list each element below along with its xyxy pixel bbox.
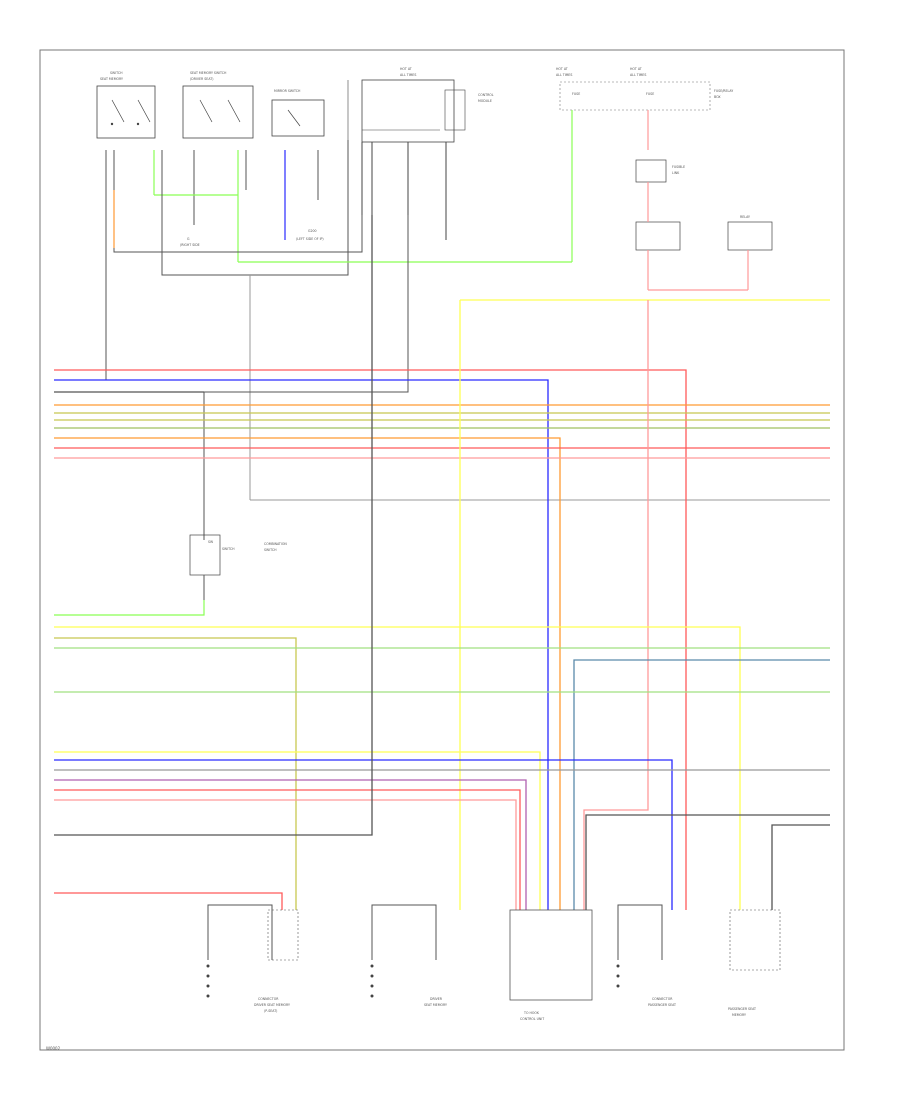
svg-text:SWITCH: SWITCH <box>222 547 235 551</box>
svg-text:SWITCH: SWITCH <box>110 71 123 75</box>
svg-text:HOT AT: HOT AT <box>556 67 568 71</box>
svg-text:SEAT MEMORY: SEAT MEMORY <box>100 77 123 81</box>
svg-text:RELAY: RELAY <box>740 215 750 219</box>
fuse-block: HOT AT ALL TIMES HOT AT ALL TIMES FUSE F… <box>556 67 733 111</box>
svg-text:SEAT MEMORY SWITCH: SEAT MEMORY SWITCH <box>190 71 227 75</box>
ground-symbols-top: G (RIGHT SIDE G200 (LEFT SIDE OF IP) <box>180 229 324 247</box>
svg-text:PASSENGER SEAT: PASSENGER SEAT <box>648 1003 676 1007</box>
svg-text:G: G <box>187 237 190 241</box>
svg-text:ALL TIMES: ALL TIMES <box>630 73 646 77</box>
svg-text:CONNECTOR: CONNECTOR <box>652 997 673 1001</box>
svg-text:CONNECTOR: CONNECTOR <box>258 997 279 1001</box>
svg-text:FUSE: FUSE <box>572 92 580 96</box>
svg-text:SW: SW <box>208 540 214 544</box>
svg-text:TO HOOK: TO HOOK <box>523 1011 540 1015</box>
svg-text:CONTROL: CONTROL <box>478 93 494 97</box>
svg-text:ALL TIMES: ALL TIMES <box>556 73 572 77</box>
svg-text:G200: G200 <box>308 229 317 233</box>
svg-text:FUSIBLE: FUSIBLE <box>672 165 685 169</box>
svg-text:PASSENGER SEAT: PASSENGER SEAT <box>728 1007 756 1011</box>
svg-text:MIRROR SWITCH: MIRROR SWITCH <box>274 89 301 93</box>
svg-text:HOT AT: HOT AT <box>630 67 642 71</box>
svg-text:COMBINATION: COMBINATION <box>264 542 287 546</box>
harness-bus <box>54 299 830 910</box>
bottom-connector-2: DRIVER SEAT MEMORY <box>371 904 447 1007</box>
module-pins <box>361 142 447 240</box>
switch-connectors <box>105 150 319 225</box>
lower-harness <box>54 215 830 910</box>
svg-text:FUSE/RELAY: FUSE/RELAY <box>714 89 733 93</box>
svg-text:SEAT MEMORY: SEAT MEMORY <box>424 1003 447 1007</box>
svg-text:(LEFT SIDE OF IP): (LEFT SIDE OF IP) <box>296 237 324 241</box>
bottom-connector-3: TO HOOK CONTROL UNIT <box>509 909 593 1021</box>
svg-text:BOX: BOX <box>714 95 721 99</box>
diagram-code: W0002 <box>46 1046 61 1051</box>
svg-text:ALL TIMES: ALL TIMES <box>400 73 416 77</box>
svg-text:MODULE: MODULE <box>478 99 492 103</box>
switch-group-1: SWITCH SEAT MEMORY <box>96 71 156 139</box>
svg-text:FUSE: FUSE <box>646 92 654 96</box>
svg-text:DRIVER: DRIVER <box>430 997 443 1001</box>
svg-text:(DRIVER SEAT): (DRIVER SEAT) <box>190 77 213 81</box>
svg-text:CONTROL UNIT: CONTROL UNIT <box>520 1017 544 1021</box>
svg-text:HOT AT: HOT AT <box>400 67 412 71</box>
bottom-connector-4: CONNECTOR PASSENGER SEAT <box>617 904 676 1007</box>
bottom-connector-5: PASSENGER SEAT MEMORY <box>728 909 781 1017</box>
svg-text:(RIGHT SIDE: (RIGHT SIDE <box>180 243 200 247</box>
svg-text:MEMORY: MEMORY <box>732 1013 746 1017</box>
switch-group-2: SEAT MEMORY SWITCH (DRIVER SEAT) <box>182 71 254 139</box>
relay-2: RELAY <box>635 215 773 251</box>
bottom-connector-1: CONNECTOR DRIVER SEAT MEMORY (P-SEAT) <box>207 904 299 1013</box>
svg-text:LINK: LINK <box>672 171 680 175</box>
svg-text:DRIVER SEAT MEMORY: DRIVER SEAT MEMORY <box>254 1003 290 1007</box>
svg-text:(P-SEAT): (P-SEAT) <box>264 1009 277 1013</box>
svg-text:SWITCH: SWITCH <box>264 548 277 552</box>
mirror-switch: MIRROR SWITCH <box>271 89 325 137</box>
mid-switch: SW SWITCH COMBINATION SWITCH <box>189 534 287 600</box>
diagram-border <box>39 49 845 1051</box>
relay-1: FUSIBLE LINK <box>635 159 685 183</box>
ground-symbols-bottom <box>206 964 620 998</box>
control-module: HOT AT ALL TIMES CONTROL MODULE <box>347 67 494 143</box>
